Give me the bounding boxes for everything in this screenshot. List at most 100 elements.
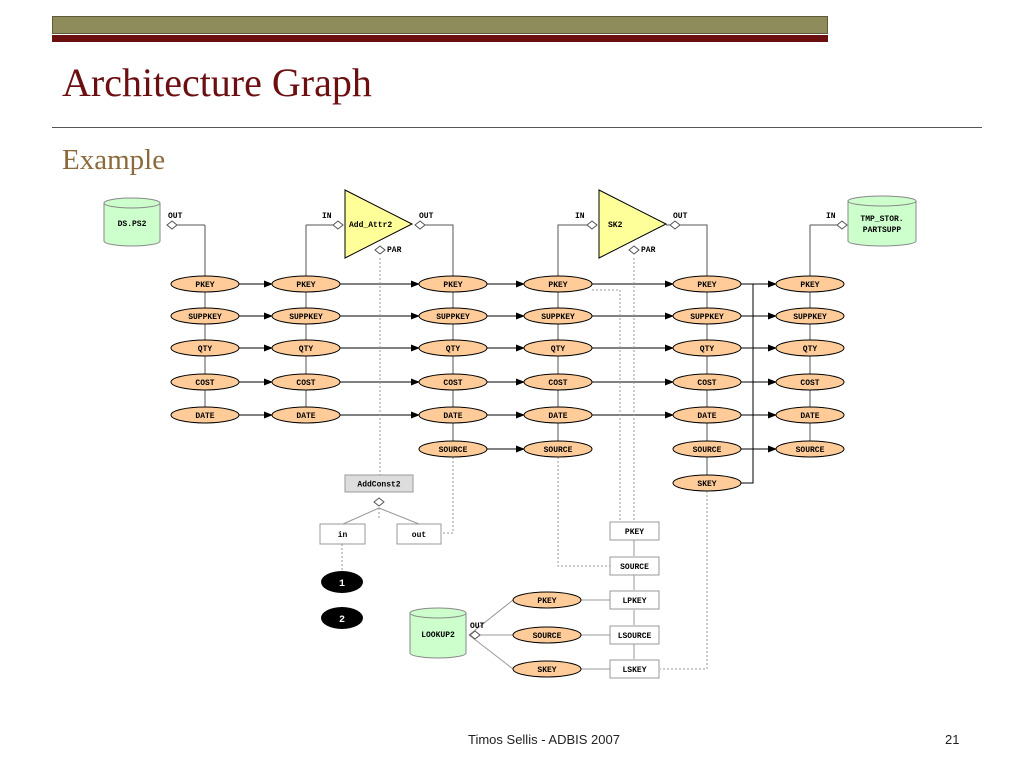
attribute-cost-col5-label: COST	[697, 379, 716, 388]
attribute-cost-col5	[672, 373, 742, 391]
attribute-suppkey-col1	[170, 307, 240, 325]
sk2-param-lpkey-label: LPKEY	[622, 597, 646, 606]
attribute-suppkey-col3	[418, 307, 488, 325]
sk2-param-source	[609, 556, 660, 576]
attribute-cost-col3	[418, 373, 488, 391]
attribute-qty-col6	[775, 339, 845, 357]
sk2-param-pkey	[609, 521, 660, 541]
sk2-param-lsource	[609, 625, 660, 645]
port-addattr-par	[374, 245, 386, 255]
attribute-suppkey-col2-label: SUPPKEY	[289, 313, 323, 322]
attribute-suppkey-col6-label: SUPPKEY	[793, 313, 827, 322]
port-addattr-out-label: OUT	[419, 212, 434, 221]
source-to-out-line	[441, 457, 454, 534]
port-lookup-out-label: OUT	[470, 622, 485, 631]
attribute-cost-col1	[170, 373, 240, 391]
addconst-in-branch	[342, 507, 380, 525]
attribute-cost-col6-label: COST	[800, 379, 819, 388]
attribute-pkey-col1-label: PKEY	[195, 281, 214, 290]
pkey-to-param-line	[592, 289, 621, 520]
sk2-param-source-label: SOURCE	[620, 563, 649, 572]
attribute-cost-col2	[271, 373, 341, 391]
activity-sk2-label: SK2	[608, 221, 623, 230]
attribute-date-col1-label: DATE	[195, 412, 214, 421]
port-sk2-out	[669, 220, 681, 230]
attribute-qty-col2	[271, 339, 341, 357]
recordset-tmp-stor-partsupp-label-1: PARTSUPP	[863, 226, 902, 235]
attribute-qty-col1-label: QTY	[198, 345, 213, 354]
port-lookup-out	[469, 630, 481, 640]
slide-title: Architecture Graph	[62, 60, 372, 105]
port-ds-out	[166, 220, 178, 230]
recordset-ds-ps2-rim	[103, 202, 161, 209]
attribute-qty-col5	[672, 339, 742, 357]
attribute-source-col6	[775, 440, 845, 458]
attribute-pkey-col6-label: PKEY	[800, 281, 819, 290]
attribute-pkey-col2-label: PKEY	[296, 281, 315, 290]
addconst-out-branch	[378, 507, 420, 525]
attribute-cost-col6	[775, 373, 845, 391]
lookup-attribute-skey	[512, 660, 582, 678]
attribute-qty-col3	[418, 339, 488, 357]
source-to-param-line	[557, 457, 610, 567]
attribute-suppkey-col1-label: SUPPKEY	[188, 313, 222, 322]
function-in-box	[319, 523, 366, 545]
port-addconst	[373, 497, 385, 507]
recordset-lookup2-label-0: LOOKUP2	[421, 631, 455, 640]
sk2-param-lsource-label: LSOURCE	[618, 632, 652, 641]
recordset-ds-ps2-label-0: DS.PS2	[118, 220, 147, 229]
marker-1-label: 1	[339, 579, 345, 590]
top-accent-bar	[52, 35, 828, 42]
function-in-box-label: in	[338, 531, 348, 540]
port-sk2-out-label: OUT	[673, 212, 688, 221]
marker-2-label: 2	[339, 615, 345, 626]
marker-2	[321, 607, 363, 629]
attribute-source-col5	[672, 440, 742, 458]
marker-1	[321, 571, 363, 593]
top-decoration-bar	[52, 16, 828, 34]
attribute-source-col6-label: SOURCE	[796, 446, 825, 455]
attribute-suppkey-col2	[271, 307, 341, 325]
recordset-tmp-stor-partsupp	[847, 195, 917, 247]
attribute-pkey-col1	[170, 275, 240, 293]
attribute-qty-col6-label: QTY	[803, 345, 818, 354]
sk2-param-lskey-label: LSKEY	[622, 666, 646, 675]
attribute-qty-col2-label: QTY	[299, 345, 314, 354]
attribute-source-col3	[418, 440, 488, 458]
port-sk2-in-label: IN	[575, 212, 585, 221]
attribute-cost-col1-label: COST	[195, 379, 214, 388]
attribute-date-col4	[523, 406, 593, 424]
attribute-date-col3-label: DATE	[443, 412, 462, 421]
function-out-box-label: out	[412, 531, 427, 540]
skey-to-pkey-link	[741, 283, 776, 484]
attribute-source-col4	[523, 440, 593, 458]
attribute-pkey-col2	[271, 275, 341, 293]
attribute-date-col5-label: DATE	[697, 412, 716, 421]
attribute-suppkey-col4	[523, 307, 593, 325]
skey-to-lskey-line	[660, 491, 708, 670]
attribute-suppkey-col4-label: SUPPKEY	[541, 313, 575, 322]
port-addattr-par-label: PAR	[387, 246, 402, 255]
attribute-pkey-col6	[775, 275, 845, 293]
recordset-tmp-stor-partsupp-rim	[847, 200, 917, 207]
activity-sk2	[598, 189, 668, 259]
attribute-cost-col2-label: COST	[296, 379, 315, 388]
port-tmp-in-label: IN	[826, 212, 836, 221]
attribute-suppkey-col5-label: SUPPKEY	[690, 313, 724, 322]
attribute-skey-col5	[672, 474, 742, 492]
lookup-attribute-pkey	[512, 591, 582, 609]
port-addattr-in-label: IN	[322, 212, 332, 221]
attribute-suppkey-col5	[672, 307, 742, 325]
recordset-ds-ps2	[103, 197, 161, 247]
attribute-date-col6	[775, 406, 845, 424]
lookup-fan-3	[468, 634, 514, 670]
attribute-cost-col4	[523, 373, 593, 391]
attribute-date-col5	[672, 406, 742, 424]
title-divider	[52, 127, 982, 128]
attribute-qty-col4-label: QTY	[551, 345, 566, 354]
lookup-attribute-skey-label: SKEY	[537, 666, 556, 675]
attribute-pkey-col4-label: PKEY	[548, 281, 567, 290]
attribute-pkey-col4	[523, 275, 593, 293]
attribute-pkey-col5	[672, 275, 742, 293]
